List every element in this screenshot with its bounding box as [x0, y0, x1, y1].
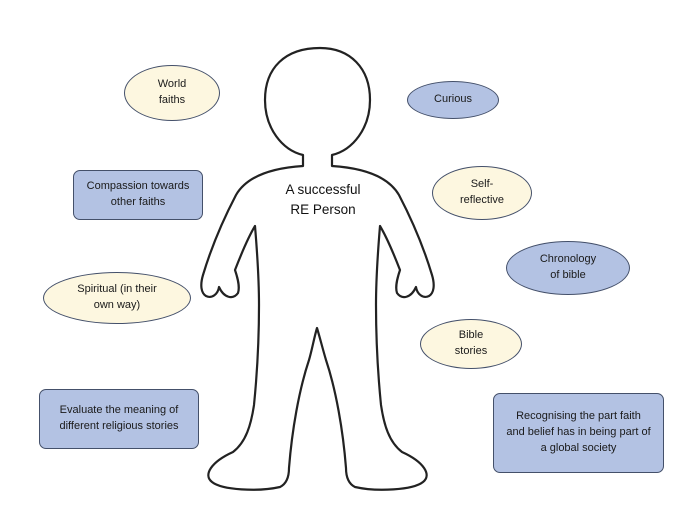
label-compassion: Compassion towards other faiths: [73, 170, 203, 220]
person-silhouette: [200, 46, 435, 491]
label-chronology: Chronology of bible: [506, 241, 630, 295]
label-self-reflective: Self- reflective: [432, 166, 532, 220]
label-curious: Curious: [407, 81, 499, 119]
label-spiritual: Spiritual (in their own way): [43, 272, 191, 324]
label-world-faiths: World faiths: [124, 65, 220, 121]
label-bible-stories: Bible stories: [420, 319, 522, 369]
label-evaluate: Evaluate the meaning of different religi…: [39, 389, 199, 449]
center-title: A successful RE Person: [285, 182, 361, 218]
label-recognising: Recognising the part faith and belief ha…: [493, 393, 664, 473]
